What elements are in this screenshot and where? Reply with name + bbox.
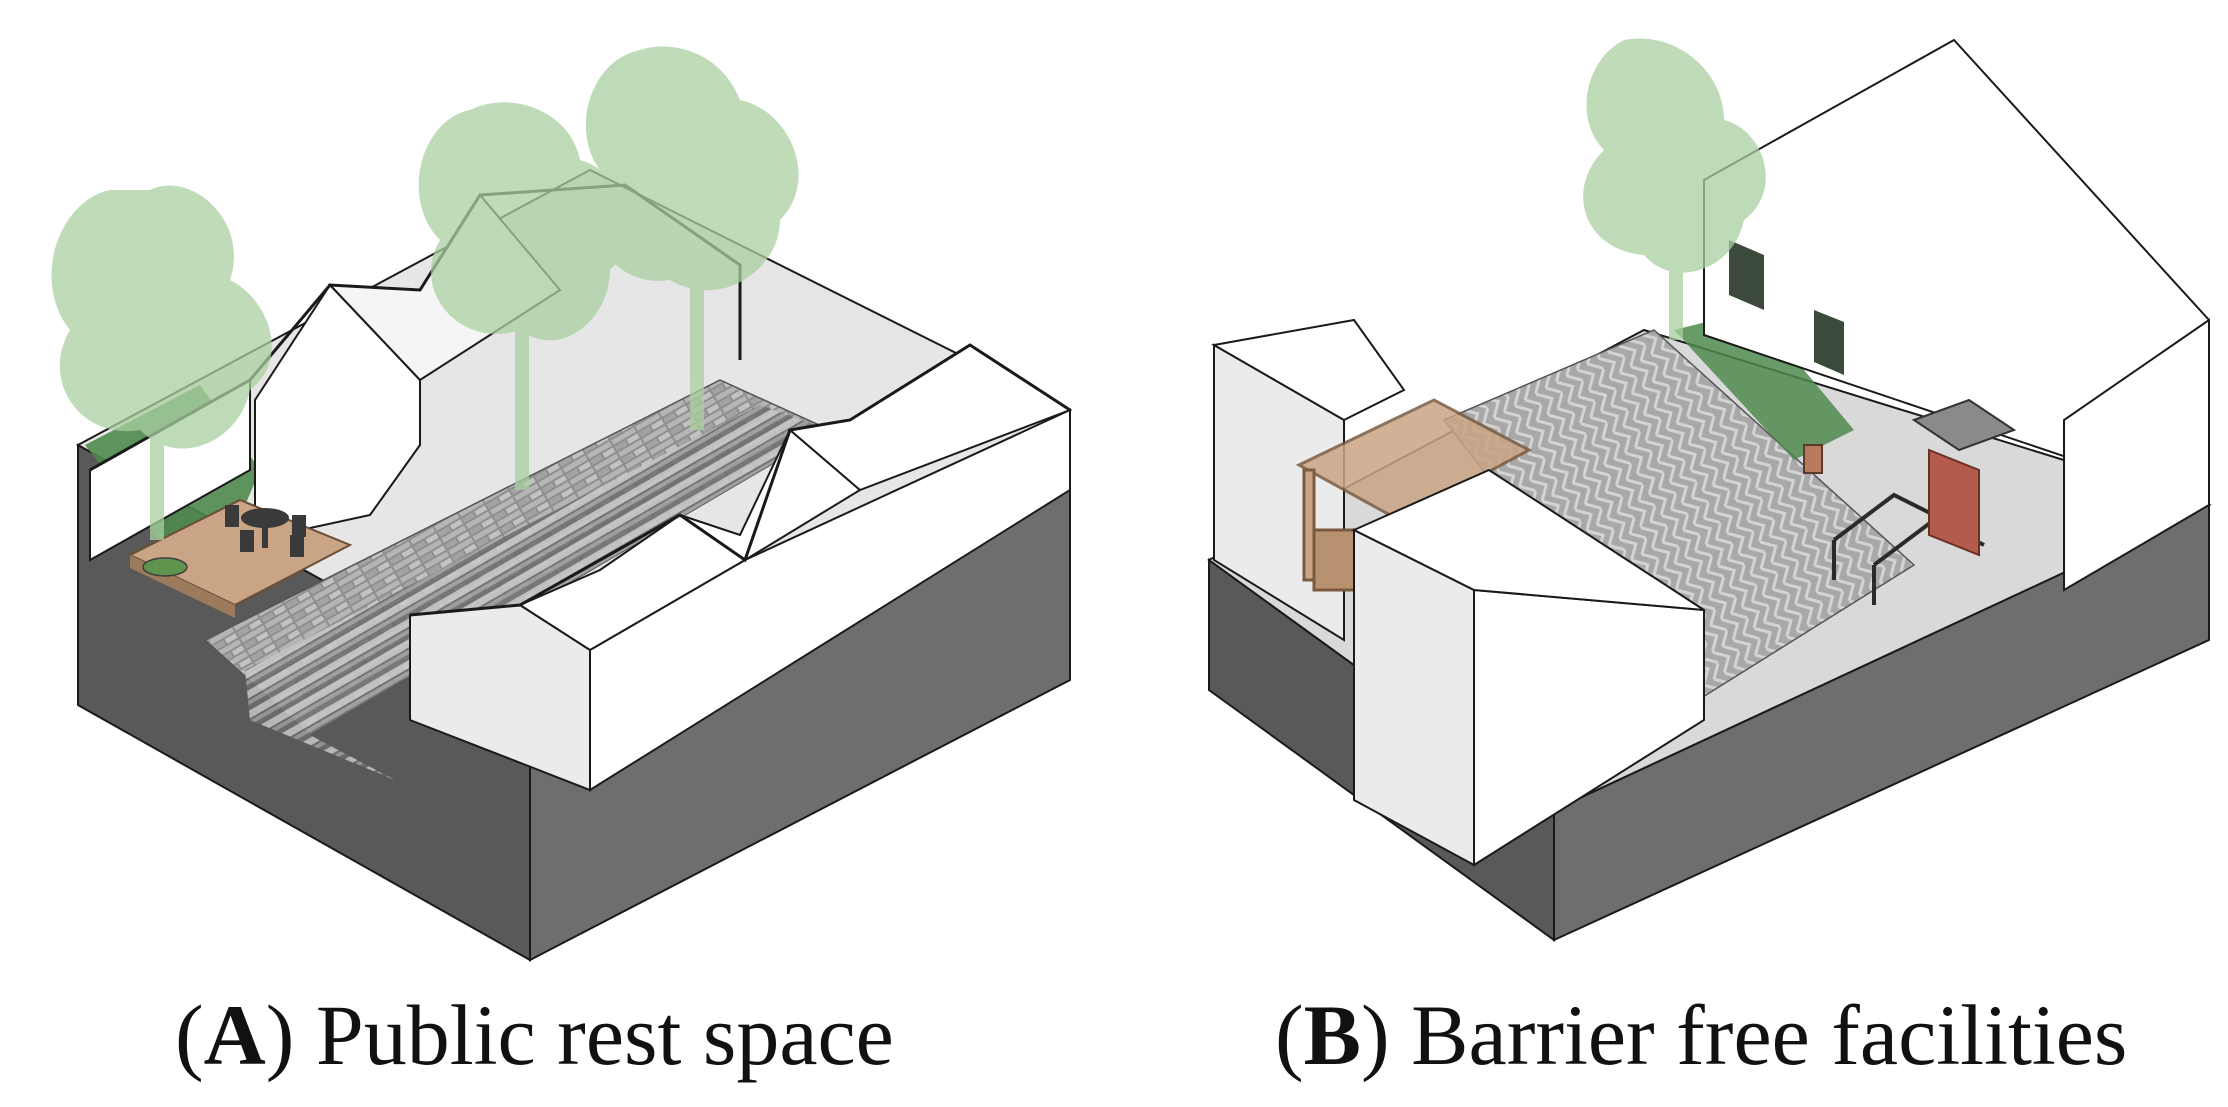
entrance-door	[1928, 448, 1980, 557]
door-canopy	[1911, 398, 2017, 452]
caption-b-letter: B	[1303, 987, 1362, 1083]
caption-a-letter: A	[203, 987, 266, 1083]
front-roofline	[409, 343, 1071, 617]
panel-b-illustration	[1207, 38, 2212, 942]
caption-b: (B) Barrier free facilities	[1275, 987, 2128, 1083]
street-steps	[245, 405, 830, 780]
trees	[51, 46, 799, 540]
mailbox	[1803, 444, 1823, 474]
caption-a-title: Public rest space	[315, 987, 894, 1083]
table-set	[225, 505, 306, 557]
left-building-top	[1211, 318, 1406, 422]
front-box-top	[1351, 468, 1705, 611]
round-planter	[142, 557, 188, 577]
windows	[1729, 240, 1844, 375]
panel-a-illustration	[51, 46, 1073, 962]
tree	[1583, 38, 1766, 340]
grass-strip	[1674, 310, 1854, 460]
caption-a: (A) Public rest space	[175, 987, 894, 1083]
caption-b-title: Barrier free facilities	[1411, 987, 2128, 1083]
big-house-side	[2063, 318, 2210, 592]
